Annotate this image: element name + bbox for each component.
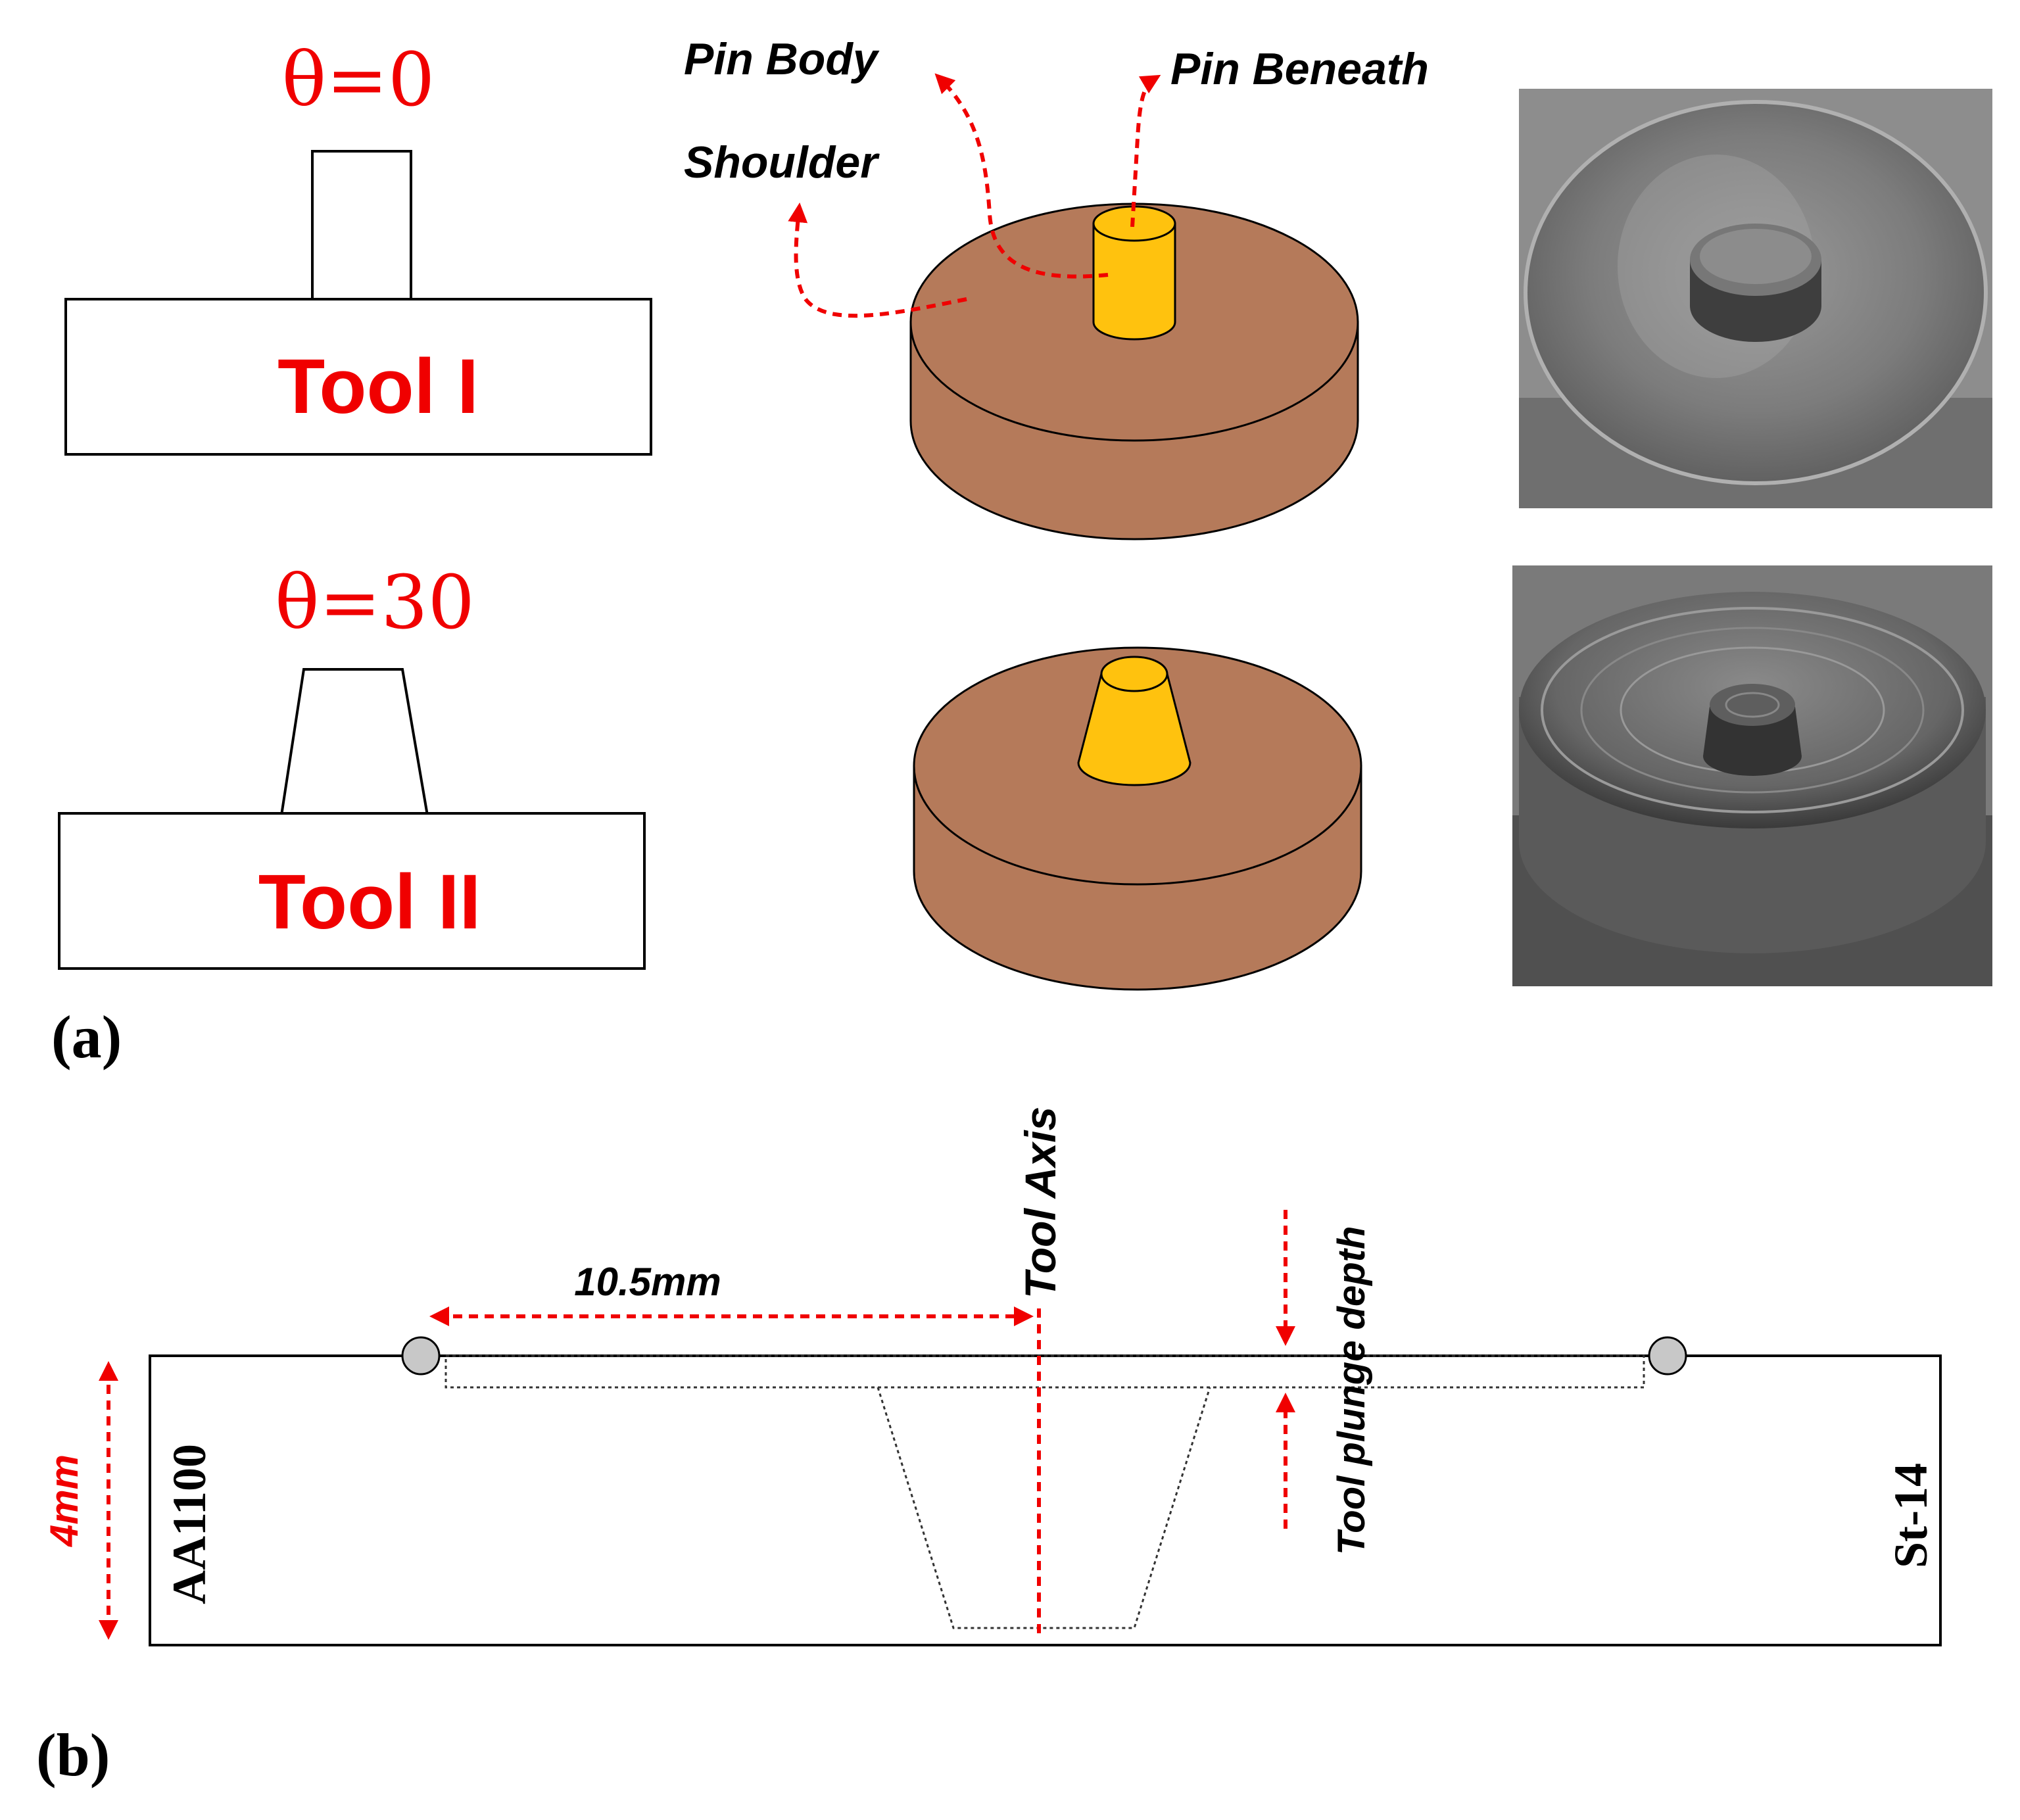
- shoulder-edge-left: [401, 1336, 441, 1376]
- tool-1-cylindrical-pin: [1092, 222, 1176, 341]
- right-material-label: St-14: [1885, 1463, 1937, 1568]
- tool-1-shoulder: [64, 298, 652, 456]
- tool-2-name: Tool II: [258, 859, 481, 946]
- tool-2-photo: [1512, 565, 1992, 986]
- shoulder-edge-right: [1648, 1336, 1687, 1376]
- shoulder-callout: Shoulder: [684, 137, 880, 187]
- tool-2-shoulder: [58, 812, 646, 970]
- workpiece-cross-section: [149, 1354, 1942, 1646]
- pin-body-callout: Pin Body: [684, 34, 880, 84]
- tool-2-schematic: θ=30 Tool II: [58, 560, 646, 970]
- panel-a: θ=0 Tool I θ=30 Tool II: [51, 34, 1992, 1070]
- tool-1-pin: [311, 150, 412, 302]
- pin-beneath-callout: Pin Beneath: [1170, 44, 1429, 94]
- tool-1-photo: [1519, 89, 1992, 508]
- tool-axis-label: Tool Axis: [1016, 1107, 1065, 1299]
- tool-2-pin: [279, 668, 429, 817]
- pin-profile: [877, 1387, 1211, 1629]
- tool-2-3d-model: [913, 646, 1362, 991]
- distance-label: 10.5mm: [574, 1260, 721, 1304]
- tool-1-schematic: θ=0 Tool I: [64, 37, 652, 456]
- pin-beneath-arrow: [1130, 74, 1161, 228]
- panel-b-label: (b): [36, 1721, 110, 1788]
- shoulder-arrow: [788, 203, 967, 318]
- tool-1-name: Tool I: [277, 343, 479, 430]
- tool-2-tapered-pin: [1077, 673, 1191, 786]
- shoulder-footprint: [445, 1354, 1645, 1389]
- plunge-depth-label: Tool plunge depth: [1330, 1226, 1373, 1555]
- pin-body-arrow: [934, 73, 1109, 279]
- left-material-label: AA1100: [163, 1444, 216, 1604]
- tool-2-angle-label: θ=30: [275, 560, 475, 646]
- panel-a-label: (a): [51, 1003, 122, 1070]
- panel-b: Tool Axis 10.5mm 4mm Tool plunge depth A…: [36, 1107, 1942, 1788]
- thickness-label: 4mm: [42, 1454, 86, 1547]
- tool-1-angle-label: θ=0: [282, 37, 435, 123]
- callout-arrows: [788, 73, 1161, 318]
- tool-1-3d-model: [909, 203, 1359, 540]
